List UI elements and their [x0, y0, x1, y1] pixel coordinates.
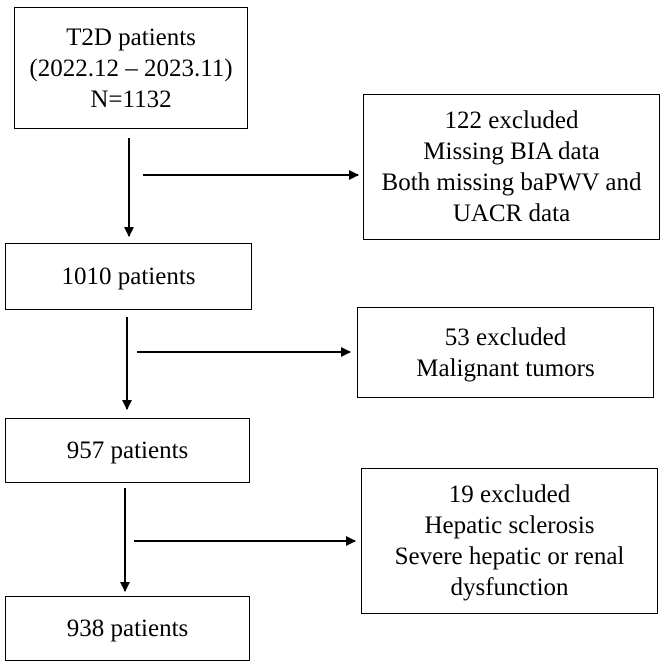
initial-cohort-line-1: T2D patients: [66, 23, 196, 51]
box-initial-cohort: T2D patients (2022.12 – 2023.11) N=1132: [14, 7, 248, 129]
exclusion-3-line-2: Hepatic sclerosis: [424, 512, 595, 539]
exclusion-1-line-4: UACR data: [452, 200, 571, 227]
exclusion-1-line-3: Both missing baPWV and: [381, 169, 642, 196]
exclusion-3-line-4: dysfunction: [450, 574, 569, 601]
exclusion-3-line-3: Severe hepatic or renal: [394, 543, 625, 570]
exclusion-1-line-1: 122 excluded: [444, 107, 579, 134]
exclusion-2-line-2: Malignant tumors: [416, 354, 595, 382]
final-cohort-label: 938 patients: [66, 615, 189, 642]
box-after-exclusion-1: 1010 patients: [5, 243, 252, 310]
box-exclusion-2: 53 excluded Malignant tumors: [357, 307, 654, 398]
after-exclusion-2-label: 957 patients: [66, 437, 189, 464]
after-exclusion-1-label: 1010 patients: [61, 263, 196, 290]
initial-cohort-line-3: N=1132: [90, 85, 172, 113]
initial-cohort-line-2: (2022.12 – 2023.11): [29, 54, 233, 82]
box-exclusion-3: 19 excluded Hepatic sclerosis Severe hep…: [361, 468, 658, 614]
box-exclusion-1: 122 excluded Missing BIA data Both missi…: [363, 94, 660, 240]
exclusion-2-line-1: 53 excluded: [444, 323, 567, 351]
exclusion-1-line-2: Missing BIA data: [423, 138, 600, 165]
exclusion-3-line-1: 19 excluded: [448, 481, 571, 508]
box-final-cohort: 938 patients: [5, 596, 250, 661]
box-after-exclusion-2: 957 patients: [5, 418, 250, 483]
